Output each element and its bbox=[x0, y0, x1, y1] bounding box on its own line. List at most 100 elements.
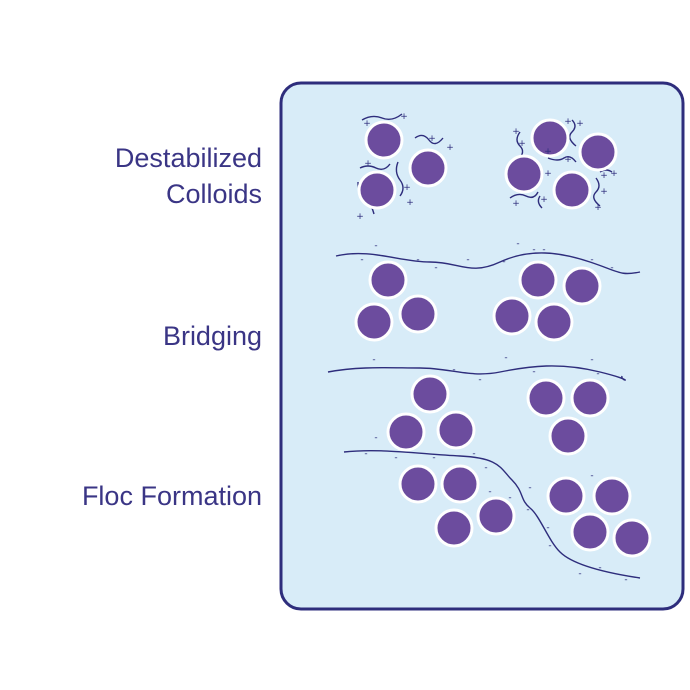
negative-charge: - bbox=[548, 541, 551, 551]
polymer-chain bbox=[327, 365, 626, 381]
colloid-particle bbox=[368, 260, 408, 300]
colloid-particle bbox=[364, 120, 404, 160]
colloid-particle bbox=[518, 260, 558, 300]
negative-charge: - bbox=[578, 569, 581, 579]
negative-charge: - bbox=[488, 487, 491, 497]
polymer-fragment bbox=[537, 195, 543, 209]
floc-formation-group bbox=[343, 449, 652, 579]
negative-charge: - bbox=[374, 433, 377, 443]
colloid-particle bbox=[570, 512, 610, 552]
charge-marks: + + + + + + + + + + + + + + + + + + + + … bbox=[356, 112, 627, 585]
polymer-chain bbox=[343, 449, 641, 579]
colloid-particle bbox=[504, 154, 544, 194]
colloid-particle bbox=[578, 132, 618, 172]
destabilized-colloids-label: Destabilized Colloids bbox=[115, 140, 262, 212]
diagram-panel bbox=[279, 81, 685, 611]
negative-charge: - bbox=[598, 563, 601, 573]
negative-charge: - bbox=[504, 353, 507, 363]
positive-charge: + bbox=[363, 119, 371, 129]
negative-charge: - bbox=[532, 367, 535, 377]
colloid-particle bbox=[592, 476, 632, 516]
negative-charge: - bbox=[360, 255, 363, 265]
colloid-particle bbox=[410, 374, 450, 414]
polymer-chain bbox=[335, 252, 641, 275]
negative-charge: - bbox=[596, 369, 599, 379]
polymer-fragment bbox=[593, 177, 601, 207]
colloid-particle bbox=[386, 412, 426, 452]
positive-charge: + bbox=[364, 159, 372, 169]
negative-charge: - bbox=[452, 365, 455, 375]
floc-formation-label: Floc Formation bbox=[81, 481, 262, 511]
negative-charge: - bbox=[516, 239, 519, 249]
polymer-fragment bbox=[599, 169, 613, 173]
negative-charge: - bbox=[610, 263, 613, 273]
negative-charge: - bbox=[394, 453, 397, 463]
positive-charge: + bbox=[610, 169, 618, 179]
negative-charge: - bbox=[416, 255, 419, 265]
bridging-group bbox=[327, 252, 641, 456]
positive-charge: + bbox=[600, 171, 608, 181]
colloid-particle bbox=[476, 496, 516, 536]
negative-charge: - bbox=[590, 255, 593, 265]
polymer-fragment bbox=[359, 163, 391, 171]
positive-charge: + bbox=[406, 198, 414, 208]
negative-charge: - bbox=[502, 257, 505, 267]
polymer-fragment bbox=[509, 191, 539, 199]
negative-charge: - bbox=[434, 263, 437, 273]
colloid-particle bbox=[440, 464, 480, 504]
colloid-particle bbox=[612, 518, 652, 558]
colloid-particle bbox=[398, 464, 438, 504]
positive-charge: + bbox=[544, 147, 552, 157]
colloid-particle bbox=[526, 378, 566, 418]
destabilized-label-line2: Colloids bbox=[165, 179, 262, 209]
negative-charge: - bbox=[542, 245, 545, 255]
colloid-particle bbox=[434, 508, 474, 548]
negative-charge: - bbox=[374, 241, 377, 251]
positive-charge: + bbox=[512, 199, 520, 209]
positive-charge: + bbox=[428, 134, 436, 144]
colloid-particle bbox=[552, 170, 592, 210]
positive-charge: + bbox=[512, 127, 520, 137]
negative-charge: - bbox=[484, 463, 487, 473]
colloid-particle bbox=[357, 170, 397, 210]
negative-charge: - bbox=[472, 449, 475, 459]
bridging-label: Bridging bbox=[162, 321, 262, 351]
positive-charge: + bbox=[576, 119, 584, 129]
negative-charge: - bbox=[624, 575, 627, 585]
polymer-fragment bbox=[569, 119, 577, 147]
positive-charge: + bbox=[518, 139, 526, 149]
positive-charge: + bbox=[564, 117, 572, 127]
positive-charge: + bbox=[540, 195, 548, 205]
negative-charge: - bbox=[478, 375, 481, 385]
colloid-particle bbox=[562, 266, 602, 306]
negative-charge: - bbox=[528, 483, 531, 493]
negative-charge: - bbox=[590, 355, 593, 365]
positive-charge: + bbox=[446, 143, 454, 153]
positive-charge: + bbox=[400, 112, 408, 122]
polymer-fragment bbox=[414, 134, 444, 145]
colloid-particle bbox=[548, 416, 588, 456]
positive-charge: + bbox=[356, 212, 364, 222]
colloid-particle bbox=[530, 118, 570, 158]
colloid-particle bbox=[354, 302, 394, 342]
colloid-particle bbox=[408, 148, 448, 188]
colloid-particle bbox=[492, 296, 532, 336]
destabilized-label-line1: Destabilized bbox=[114, 143, 262, 173]
negative-charge: - bbox=[364, 449, 367, 459]
positive-charge: + bbox=[600, 187, 608, 197]
colloid-particle bbox=[436, 410, 476, 450]
positive-charge: + bbox=[594, 203, 602, 213]
negative-charge: - bbox=[532, 245, 535, 255]
destabilized-colloids-group bbox=[357, 113, 618, 215]
colloid-particle bbox=[534, 302, 574, 342]
negative-charge: - bbox=[466, 255, 469, 265]
negative-charge: - bbox=[590, 471, 593, 481]
negative-charge: - bbox=[372, 355, 375, 365]
colloid-particle bbox=[546, 476, 586, 516]
negative-charge: - bbox=[526, 505, 529, 515]
polymer-fragment bbox=[395, 161, 404, 197]
polymer-fragment bbox=[547, 155, 577, 163]
colloid-particle bbox=[570, 378, 610, 418]
negative-charge: - bbox=[508, 493, 511, 503]
